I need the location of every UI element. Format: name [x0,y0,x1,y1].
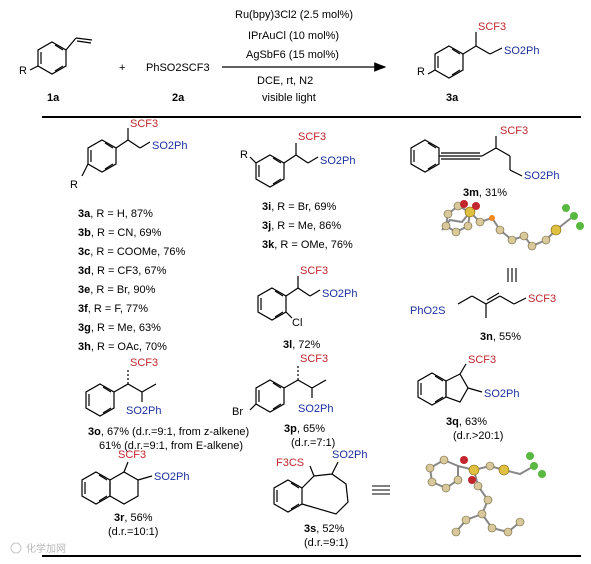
yield-entry: 3m, 31% [463,187,507,199]
substituent-r-label: R [70,179,78,191]
plus-sign: + [119,62,125,74]
yield-detail: (d.r.=9:1) [304,537,348,549]
compound-label-1a: 1a [47,92,60,104]
yield-entry: 3g, R = Me, 63% [78,322,161,334]
yield-entry: 3r, 56% [114,512,153,524]
crystal-structure-3n [441,200,584,251]
yield-list-3a-3h: 3a, R = H, 87% 3b, R = CN, 69% 3c, R = C… [78,208,186,353]
substituent-r-label: R [417,66,425,78]
yield-detail: 61% (d.r.=9:1, from E-alkene) [99,440,243,452]
equivalence-symbol [372,485,390,495]
structure-3n [457,292,527,318]
substituent-br-label: Br [232,406,243,418]
yield-entry: 3c, R = COOMe, 76% [78,246,186,258]
group-scf3: SCF3 [478,21,506,33]
structure-3r [81,461,153,505]
yield-entry: 3o, 67% (d.r.=9:1, from z-alkene) [88,426,249,438]
reactant-1a [29,37,93,75]
group-so2ph: SO2Ph [320,155,355,167]
yield-entry: 3k, R = OMe, 76% [262,239,353,251]
condition-solvent: DCE, rt, N2 [257,75,313,87]
structure-para-substituted [81,128,151,177]
group-scf3: SCF3 [300,265,328,277]
yield-entry: 3d, R = CF3, 67% [78,265,167,277]
group-so2ph: SO2Ph [524,170,559,182]
yield-entry: 3h, R = OAc, 70% [78,341,167,353]
yield-entry: 3n, 55% [480,331,521,343]
condition-gold: IPrAuCl (10 mol%) [248,30,339,42]
product-3a-structure [427,32,503,79]
yield-entry: 3b, R = CN, 69% [78,227,162,239]
group-scf3: SCF3 [468,354,496,366]
yield-entry: 3a, R = H, 87% [78,208,153,220]
group-scf3: SCF3 [528,293,556,305]
yield-entry: 3p, 65% [284,423,325,435]
structure-3l [257,276,321,321]
crystal-structure-3s [425,452,546,537]
yield-entry: 3i, R = Br, 69% [262,201,337,213]
group-scf3: SCF3 [130,118,158,130]
equivalence-symbol [507,268,517,282]
group-f3cs: F3CS [276,457,304,469]
group-scf3: SCF3 [298,131,326,143]
group-so2ph: SO2Ph [322,288,357,300]
yield-entry: 3s, 52% [304,523,345,535]
group-so2ph: SO2Ph [298,403,333,415]
group-scf3: SCF3 [130,357,158,369]
reagent-formula: PhSO2SCF3 [146,62,210,74]
compound-label-3a: 3a [446,92,459,104]
group-scf3: SCF3 [500,125,528,137]
structure-meta-substituted [249,143,319,188]
structure-3m [410,136,523,177]
group-so2ph: SO2Ph [332,449,367,461]
group-scf3: SCF3 [118,449,146,461]
substituent-cl-label: Cl [292,317,302,329]
group-so2ph: SO2Ph [484,388,519,400]
yield-detail: (d.r.>20:1) [453,430,503,442]
condition-silver: AgSbF6 (15 mol%) [246,49,339,61]
group-so2ph: SO2Ph [154,471,189,483]
yield-detail: (d.r.=7:1) [291,437,335,449]
yield-entry: 3e, R = Br, 90% [78,284,156,296]
yield-detail: (d.r.=10:1) [108,526,158,538]
group-scf3: SCF3 [300,353,328,365]
watermark: 化学加网 [10,542,66,555]
substituent-r-label: R [19,65,27,77]
substituent-r-label: R [240,149,248,161]
yield-entry: 3l, 72% [283,339,321,351]
structure-3q [417,363,483,406]
yield-entry: 3q, 63% [446,416,487,428]
group-so2ph: SO2Ph [152,140,187,152]
group-so2ph: SO2Ph [126,405,161,417]
yield-list-3i-3k: 3i, R = Br, 69% 3j, R = Me, 86% 3k, R = … [262,201,353,251]
structure-3s [273,461,349,515]
condition-light: visible light [262,92,316,104]
yield-entry: 3j, R = Me, 86% [262,220,341,232]
compound-label-2a: 2a [172,92,185,104]
group-so2ph: SO2Ph [504,45,539,57]
svg-text:化学加网: 化学加网 [26,542,66,555]
yield-entry: 3f, R = F, 77% [78,303,148,315]
structure-3p [249,366,327,413]
group-phso2s: PhO2S [410,305,445,317]
condition-catalyst: Ru(bpy)3Cl2 (2.5 mol%) [235,9,353,21]
structure-3o [85,370,157,417]
